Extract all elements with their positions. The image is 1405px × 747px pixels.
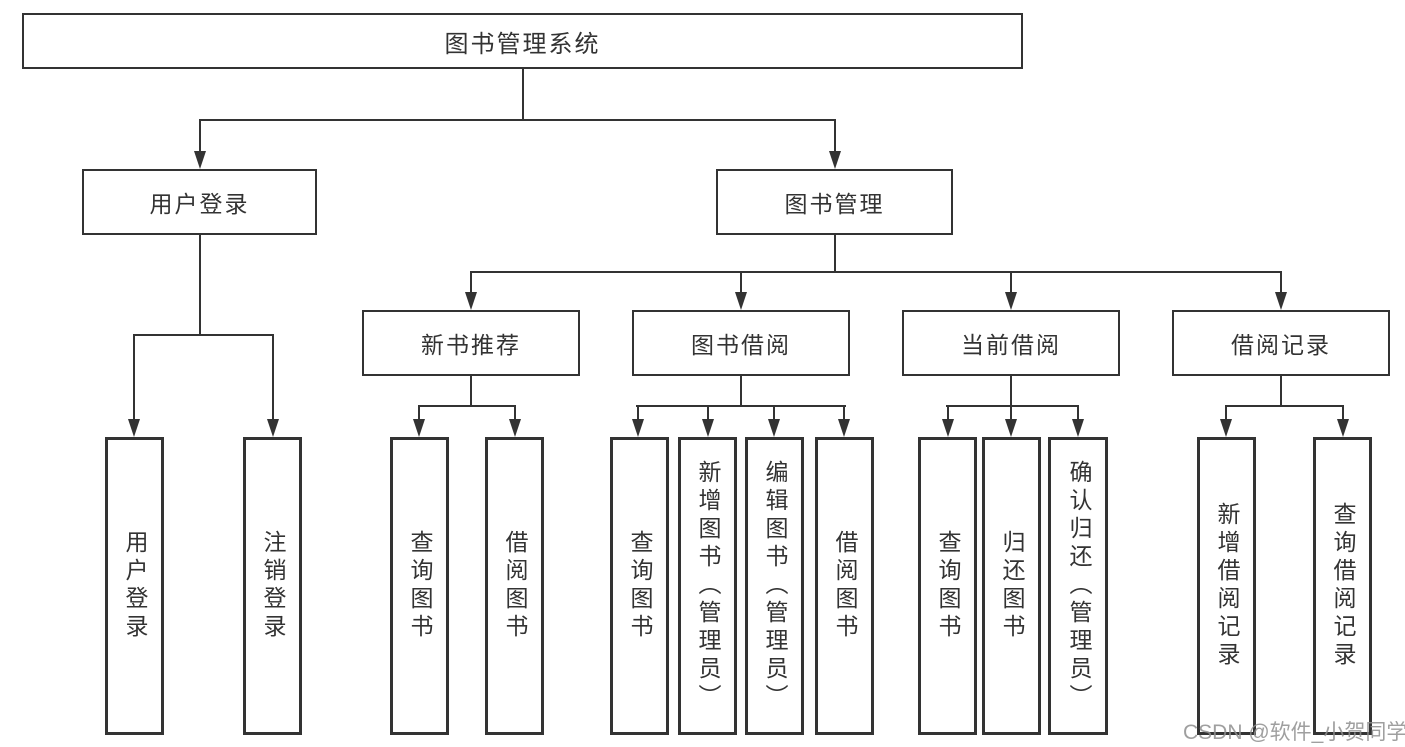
- leaf-add-book-admin: 新增图书（管理员）: [678, 437, 737, 735]
- arrowhead-down-icon: [1072, 419, 1084, 437]
- leaf-return-books: 归还图书: [982, 437, 1041, 735]
- connector-stem: [833, 119, 836, 153]
- arrowhead-down-icon: [1275, 292, 1287, 310]
- arrowhead-down-icon: [1336, 419, 1349, 437]
- connector-stem: [706, 405, 709, 421]
- arrowhead-down-icon: [1005, 419, 1017, 437]
- connector-branch-recommend: [418, 405, 516, 407]
- connector-stem: [843, 405, 845, 421]
- leaf-confirm-return-admin: 确认归还（管理员）: [1048, 437, 1108, 735]
- connector-branch-top: [198, 119, 836, 121]
- arrowhead-down-icon: [941, 419, 954, 437]
- leaf-borrow-books: 借阅图书: [815, 437, 874, 735]
- connector-stem: [1077, 405, 1079, 421]
- connector-stem: [1010, 271, 1012, 294]
- arrowhead-down-icon: [735, 292, 747, 310]
- node-borrow-records: 借阅记录: [1172, 310, 1390, 376]
- arrowhead-down-icon: [413, 419, 425, 437]
- node-current-borrow: 当前借阅: [902, 310, 1120, 376]
- connector-stem: [418, 405, 420, 421]
- arrowhead-down-icon: [768, 419, 780, 437]
- leaf-query-books-current: 查询图书: [918, 437, 977, 735]
- leaf-add-borrow-record: 新增借阅记录: [1197, 437, 1256, 735]
- arrowhead-down-icon: [1005, 292, 1017, 310]
- connector-branch-mgmt: [470, 271, 1282, 273]
- leaf-query-borrow-record: 查询借阅记录: [1313, 437, 1372, 735]
- connector-stem: [1280, 375, 1282, 407]
- node-user-login: 用户登录: [82, 169, 317, 235]
- leaf-borrow-books-recommend: 借阅图书: [485, 437, 544, 735]
- leaf-query-books-borrow: 查询图书: [610, 437, 669, 735]
- connector-stem: [1280, 271, 1282, 294]
- arrowhead-down-icon: [701, 419, 714, 437]
- arrowhead-down-icon: [838, 419, 850, 437]
- node-book-management: 图书管理: [716, 169, 953, 235]
- arrowhead-down-icon: [631, 419, 644, 437]
- connector-stem: [1010, 405, 1012, 421]
- connector-stem: [133, 334, 135, 420]
- arrowhead-down-icon: [1220, 419, 1232, 437]
- connector-stem: [1225, 405, 1227, 421]
- connector-stem: [946, 405, 949, 421]
- connector-branch-records: [1225, 405, 1344, 407]
- connector-stem: [636, 405, 639, 421]
- arrowhead-down-icon: [828, 151, 841, 169]
- connector-login-stem: [198, 234, 201, 335]
- arrowhead-down-icon: [266, 419, 279, 437]
- connector-stem: [271, 334, 274, 420]
- arrowhead-down-icon: [193, 151, 206, 169]
- connector-stem: [773, 405, 775, 421]
- connector-stem: [470, 375, 472, 407]
- connector-stem: [198, 119, 201, 153]
- arrowhead-down-icon: [465, 292, 477, 310]
- connector-branch-current: [946, 405, 1079, 407]
- connector-mgmt-stem: [833, 234, 836, 272]
- leaf-edit-book-admin: 编辑图书（管理员）: [745, 437, 804, 735]
- arrowhead-down-icon: [508, 419, 521, 437]
- leaf-user-login: 用户登录: [105, 437, 164, 735]
- watermark: CSDN @软件_小贺同学: [1183, 721, 1405, 744]
- leaf-query-books-recommend: 查询图书: [390, 437, 449, 735]
- connector-root-stem: [521, 69, 524, 120]
- node-root: 图书管理系统: [22, 13, 1023, 69]
- connector-branch-login: [133, 334, 274, 336]
- connector-stem: [513, 405, 516, 421]
- connector-branch-borrow: [636, 405, 846, 407]
- connector-stem: [470, 271, 472, 294]
- node-new-book-recommend: 新书推荐: [362, 310, 580, 376]
- node-book-borrow: 图书借阅: [632, 310, 850, 376]
- connector-stem: [740, 375, 742, 407]
- arrowhead-down-icon: [128, 419, 140, 437]
- connector-stem: [1341, 405, 1344, 421]
- connector-stem: [1010, 375, 1012, 407]
- leaf-logout: 注销登录: [243, 437, 302, 735]
- connector-stem: [740, 271, 742, 294]
